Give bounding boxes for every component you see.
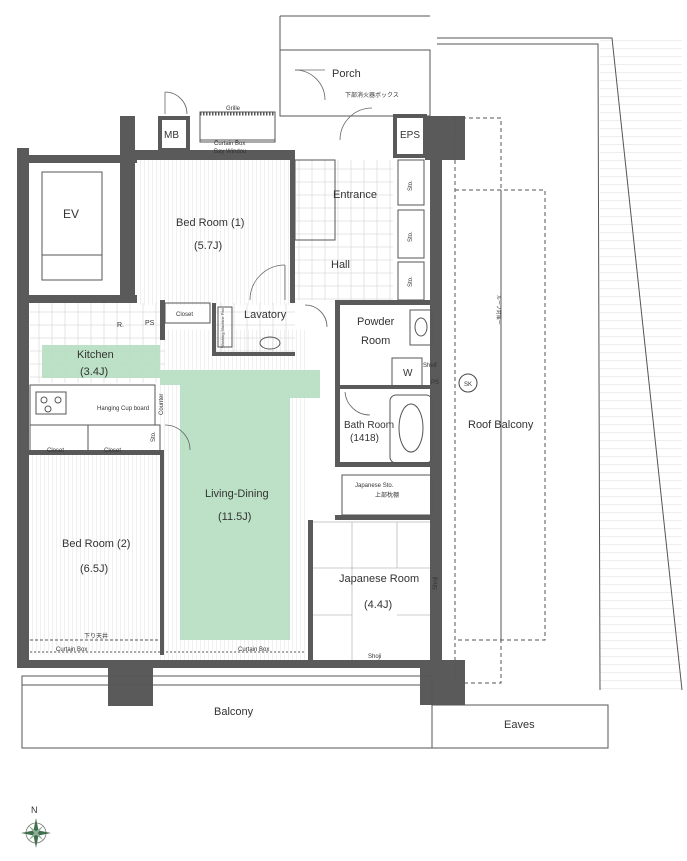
porch-jp-label: 下部消火器ボックス — [345, 91, 399, 99]
lavatory-label: Lavatory — [244, 309, 287, 321]
sto-label-1: Sto. — [408, 180, 414, 191]
roof-balcony-deck — [600, 40, 682, 690]
bath-room-label: Bath Room — [344, 420, 394, 431]
mb-label: MB — [164, 130, 179, 141]
lavatory-floor — [215, 303, 295, 353]
japanese-room-label: Japanese Room — [339, 573, 419, 585]
curtain-box-label-2: Curtain Box — [56, 647, 87, 653]
lower-ceiling-label: 下り天井 — [84, 632, 108, 640]
r-label: R. — [117, 322, 124, 329]
living-highlight — [42, 345, 320, 640]
shoji-label-1: Shoji — [433, 577, 439, 590]
shoji-label-2: Shoji — [368, 654, 381, 660]
japanese-room-size: (4.4J) — [364, 599, 392, 611]
sk-label: SK — [464, 382, 472, 388]
sto-label-3: Sto. — [408, 276, 414, 287]
ev-label: EV — [63, 207, 79, 221]
porch-label: Porch — [332, 68, 361, 80]
counter-label: Counter — [159, 394, 165, 415]
ps-label-1: PS — [145, 320, 155, 327]
bedroom2-size: (6.5J) — [80, 563, 108, 575]
eps-label: EPS — [400, 130, 420, 141]
closet-label-1: Closet — [176, 312, 193, 318]
closet-label-3: Closet — [104, 448, 121, 454]
outlines — [21, 15, 683, 749]
bedroom2-label: Bed Room (2) — [62, 538, 130, 550]
closet-label-2: Closet — [47, 448, 64, 454]
ps-label-2: PS — [431, 380, 439, 386]
balcony-label: Balcony — [214, 706, 254, 718]
hall-label: Hall — [331, 259, 350, 271]
kitchen-label: Kitchen — [77, 349, 114, 361]
entrance-label: Entrance — [333, 189, 377, 201]
door-swings — [164, 69, 373, 451]
living-dining-label: Living-Dining — [205, 488, 269, 500]
curtain-box-label-3: Curtain Box — [238, 647, 269, 653]
powder-room-label-2: Room — [361, 335, 390, 347]
bedroom1-size: (5.7J) — [194, 240, 222, 252]
bath-size: (1418) — [350, 433, 379, 444]
tatami — [311, 521, 441, 663]
sto-label-2: Sto. — [408, 231, 414, 242]
grille-label: Grille — [226, 106, 241, 112]
shelf-label: Shelf — [423, 363, 437, 369]
curtain-box-label: Curtain Box — [214, 141, 245, 147]
roof-balcony-label: Roof Balcony — [468, 419, 534, 431]
sk-icon — [458, 373, 478, 393]
powder-room-label-1: Powder — [357, 316, 395, 328]
hanging-cup-board-label: Hanging Cup board — [97, 406, 149, 412]
bedroom2-floor — [30, 455, 160, 655]
bedroom1-floor — [138, 160, 293, 305]
living-size: (11.5J) — [218, 511, 251, 523]
hall-floor — [293, 160, 393, 300]
north-label: N — [31, 805, 38, 815]
washing-machine-label: Washing Machine Pan — [220, 308, 225, 348]
kitchen-size: (3.4J) — [80, 366, 108, 378]
sto-label-4: Sto. — [151, 431, 157, 442]
eaves-label: Eaves — [504, 719, 535, 731]
bedroom1-label: Bed Room (1) — [176, 217, 244, 229]
japanese-sto-label: Japanese Sto. — [355, 483, 394, 489]
roof-balcony-jp-label: ルーフ対策ー — [495, 295, 502, 325]
north-compass-icon — [21, 818, 51, 848]
japanese-sto-jp-label: 上部枕棚 — [375, 491, 399, 499]
w-label: W — [403, 368, 413, 379]
bay-window-label: Bay Windou — [214, 149, 246, 155]
